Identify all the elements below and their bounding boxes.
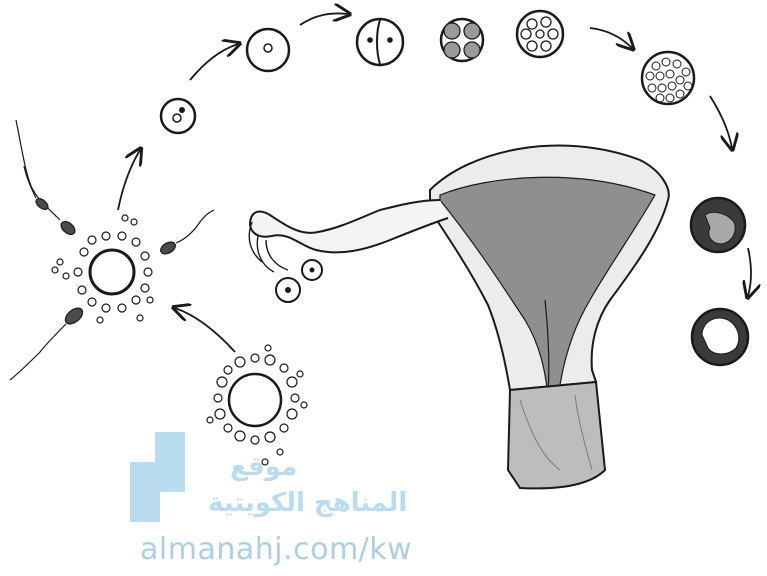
- sperm-head: [62, 305, 85, 327]
- almanahj-logo: [130, 432, 205, 522]
- arrow-3: [300, 13, 348, 25]
- sperm-head: [59, 219, 78, 237]
- morula-stage: [642, 52, 694, 104]
- egg-with-sperm: [10, 120, 214, 380]
- four-cell-stage: [441, 19, 483, 61]
- implanting-blastocyst-stage: [692, 309, 748, 365]
- arrow-5: [710, 96, 732, 148]
- two-cell-stage: [357, 19, 403, 65]
- fallopian-tube-duct: [250, 200, 448, 252]
- egg-to-fertilization-arrow: [175, 308, 235, 352]
- cervix: [508, 382, 605, 488]
- blastocyst-stage: [691, 198, 745, 252]
- sperm-head: [34, 196, 50, 211]
- fertilized-egg-stage: [247, 29, 289, 71]
- fertilization-arrow: [118, 150, 140, 210]
- watermark-site-label: موقع: [230, 452, 297, 482]
- fallopian-tube: [249, 200, 448, 302]
- sperm-head: [159, 240, 178, 257]
- watermark-url: almanahj.com/kw: [140, 532, 412, 567]
- arrow-2: [190, 44, 238, 80]
- watermark-name: المناهج الكويتية: [208, 488, 407, 518]
- zygote-stage: [161, 99, 195, 133]
- uterine-cavity: [440, 177, 655, 395]
- arrow-4: [590, 28, 632, 48]
- eight-cell-stage: [517, 11, 563, 57]
- uterus: [430, 146, 669, 489]
- arrow-6: [748, 248, 751, 296]
